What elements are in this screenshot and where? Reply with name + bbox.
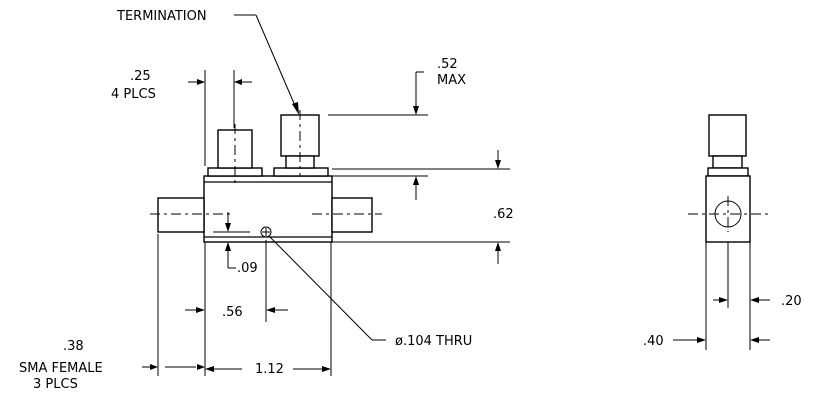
mounting-hole [260,226,272,238]
side-width-dim-label: .40 [643,334,664,349]
termination-arrow [292,102,299,115]
sma-arrow-right [197,364,205,370]
max-label: MAX [437,73,466,88]
side-connector [708,114,747,157]
offset-dim-label: .09 [237,261,258,276]
sma-label: SMA FEMALE [19,361,103,376]
height-arrow-bottom [495,242,501,251]
max-dim-label: .52 [437,57,458,72]
front-view [150,110,382,243]
side-collar [707,167,749,177]
sma-arrow [150,364,158,370]
termination-label: TERMINATION [116,9,207,24]
side-width-arrow-right [750,337,759,343]
front-dimensions [142,14,510,376]
offset-arrow-bottom [225,242,231,251]
plcs-arrow-left [197,79,205,85]
width-arrow-left [205,366,214,372]
hole-leader [269,236,373,341]
side-offset-dim-label: .20 [781,294,802,309]
max-arrow-bottom [413,176,419,185]
center-arrow-right [266,307,275,313]
right-collar [273,167,329,177]
plcs-arrow-right [234,79,242,85]
plcs-label: 4 PLCS [111,87,156,102]
sma-connector-right [331,197,373,233]
width-arrow-right [322,366,331,372]
termination-leader [255,14,297,109]
offset-arrow-top [225,223,231,232]
width-dim-label: 1.12 [255,362,284,377]
plcs-dim-label: .25 [130,69,151,84]
center-arrow-left [196,307,205,313]
side-width-arrow-left [697,337,706,343]
hole-label: ø.104 THRU [395,334,472,349]
height-arrow-top [495,160,501,169]
side-offset-arrow-left [719,297,728,303]
height-dim-label: .62 [493,207,514,222]
side-neck [712,155,743,169]
center-dim-label: .56 [222,305,243,320]
side-offset-arrow-right [750,297,759,303]
max-arrow-top [413,106,419,115]
sma-connector-left [157,197,205,233]
side-view [673,114,770,350]
sma-dim-label: .38 [63,339,84,354]
sma-count-label: 3 PLCS [33,377,78,392]
housing-body [203,175,333,243]
side-body [705,175,751,243]
labels: TERMINATION .52 MAX .25 4 PLCS .62 .09 .… [19,9,802,392]
